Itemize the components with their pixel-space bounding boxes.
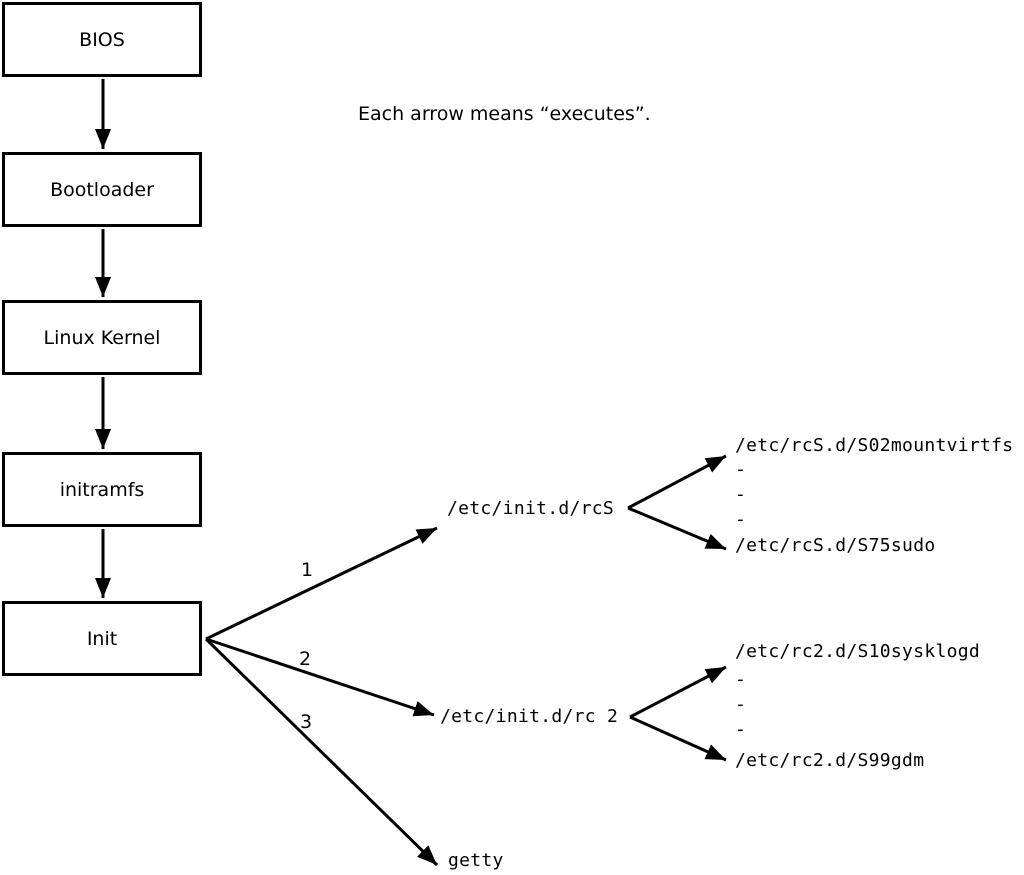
box-linux-kernel: Linux Kernel: [2, 300, 202, 375]
box-bootloader-label: Bootloader: [50, 178, 154, 201]
box-initramfs: initramfs: [2, 452, 202, 527]
node-etc-init-d-rc2: /etc/init.d/rc 2: [440, 706, 619, 727]
node-rc2-d-dash-3: -: [735, 719, 747, 740]
edge-label-2: 2: [299, 648, 312, 670]
arrow-rcs-to-s02mountvirtfs: [627, 454, 727, 510]
arrow-rcs-to-s75sudo: [627, 506, 727, 551]
node-rcs-d-s02mountvirtfs: /etc/rcS.d/S02mountvirtfs: [735, 435, 1014, 456]
box-bios: BIOS: [2, 2, 202, 77]
node-rcs-d-dash-2: -: [735, 484, 747, 505]
edge-label-3: 3: [300, 711, 313, 733]
node-rcs-d-s75sudo: /etc/rcS.d/S75sudo: [735, 535, 936, 556]
arrow-init-to-getty: [204, 637, 439, 867]
arrow-rc2-to-s10sysklogd: [629, 665, 727, 719]
arrow-init-to-rc2: [205, 637, 435, 717]
node-rcs-d-dash-3: -: [735, 509, 747, 530]
box-linux-kernel-label: Linux Kernel: [43, 326, 161, 349]
node-etc-init-d-rcs: /etc/init.d/rcS: [447, 498, 615, 519]
legend-note: Each arrow means “executes”.: [358, 103, 651, 125]
node-rc2-d-dash-2: -: [735, 694, 747, 715]
box-initramfs-label: initramfs: [59, 478, 145, 501]
node-rcs-d-dash-1: -: [735, 459, 747, 480]
box-bootloader: Bootloader: [2, 152, 202, 227]
box-bios-label: BIOS: [79, 28, 125, 51]
edge-label-1: 1: [301, 559, 314, 581]
arrow-init-to-rcs: [205, 526, 438, 641]
arrow-rc2-to-s99gdm: [629, 715, 727, 762]
node-rc2-d-dash-1: -: [735, 669, 747, 690]
box-init-label: Init: [86, 627, 118, 650]
node-getty: getty: [448, 850, 504, 871]
node-rc2-d-s10sysklogd: /etc/rc2.d/S10sysklogd: [735, 641, 981, 662]
node-rc2-d-s99gdm: /etc/rc2.d/S99gdm: [735, 750, 925, 771]
box-init: Init: [2, 601, 202, 676]
